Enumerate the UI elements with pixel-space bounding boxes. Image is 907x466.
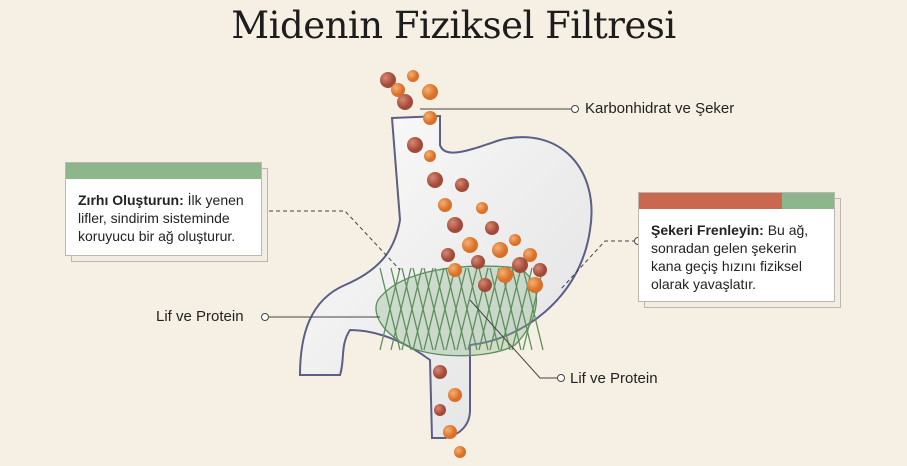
card-color-bar <box>639 193 834 209</box>
sugar-particle <box>423 111 437 125</box>
sugar-particle <box>478 278 492 292</box>
sugar-particle <box>462 237 478 253</box>
mesh-strand <box>511 267 533 351</box>
card-color-bar <box>66 163 261 179</box>
sugar-particle <box>448 263 462 277</box>
sugar-particle <box>433 365 447 379</box>
sugar-particle <box>497 267 513 283</box>
sugar-particle <box>476 202 488 214</box>
sugar-particle <box>380 72 396 88</box>
sugar-particle <box>407 70 419 82</box>
sugar-particle <box>391 83 405 97</box>
sugar-particle <box>422 84 438 100</box>
fiber-mesh <box>375 265 544 357</box>
card-text: İlk yenen lifler, sindirim sisteminde ko… <box>78 192 244 244</box>
sugar-particle <box>434 404 446 416</box>
sugar-particle <box>533 263 547 277</box>
sugar-particle <box>441 248 455 262</box>
mesh-strand <box>412 267 434 351</box>
mesh-strand <box>445 267 467 351</box>
sugar-particle <box>424 150 436 162</box>
carbohydrate-sugar-label: Karbonhidrat ve Şeker <box>585 100 735 117</box>
sugar-particle <box>527 277 543 293</box>
sugar-particle <box>509 234 521 246</box>
mesh-strand <box>423 267 445 351</box>
card-heading: Zırhı Oluşturun: <box>78 192 184 208</box>
sugar-particle <box>448 388 462 402</box>
sugar-particle <box>447 217 463 233</box>
sugar-particle <box>397 94 413 110</box>
mesh-strand <box>456 267 478 351</box>
mesh-strand <box>390 267 412 351</box>
brake-sugar-card: Şekeri Frenleyin: Bu ağ, sonradan gelen … <box>638 192 835 302</box>
mesh-strand <box>434 267 456 351</box>
mesh-strand <box>489 267 511 351</box>
sugar-particle <box>443 425 457 439</box>
sugar-particle <box>471 255 485 269</box>
armor-card: Zırhı Oluşturun: İlk yenen lifler, sindi… <box>65 162 262 256</box>
fiber-protein-label-left: Lif ve Protein <box>156 308 244 325</box>
page-title: Midenin Fiziksel Filtresi <box>231 4 676 47</box>
sugar-particle <box>455 178 469 192</box>
sugar-particle <box>454 446 466 458</box>
sugar-particle <box>512 257 528 273</box>
sugar-particle <box>492 242 508 258</box>
sugar-particle <box>485 221 499 235</box>
sugar-particle <box>427 172 443 188</box>
mesh-strand <box>401 267 423 351</box>
sugar-particle <box>407 137 423 153</box>
mesh-strand <box>379 267 401 351</box>
sugar-particle <box>523 248 537 262</box>
sugar-particle <box>438 198 452 212</box>
card-heading: Şekeri Frenleyin: <box>651 222 764 238</box>
fiber-protein-label-right: Lif ve Protein <box>570 370 658 387</box>
card-text: Bu ağ, sonradan gelen şekerin kana geçiş… <box>651 222 809 292</box>
mesh-strand <box>522 267 544 351</box>
